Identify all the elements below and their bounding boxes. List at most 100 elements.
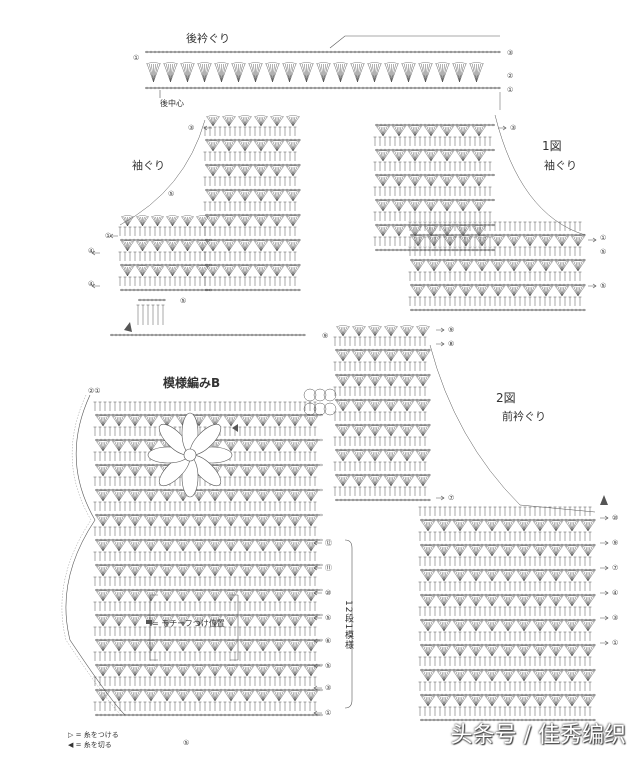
fan-stitch bbox=[278, 641, 284, 652]
fan-stitch bbox=[391, 63, 399, 83]
fan-stitch bbox=[509, 236, 515, 247]
fan-stitch bbox=[276, 266, 280, 277]
fan-stitch bbox=[442, 201, 448, 212]
fan-stitch bbox=[433, 236, 439, 247]
fan-stitch bbox=[292, 191, 300, 202]
armhole-curve-right bbox=[494, 114, 586, 236]
fan-top bbox=[237, 115, 253, 118]
fan-stitch bbox=[240, 241, 246, 252]
fan-stitch bbox=[410, 151, 416, 162]
fan-stitch bbox=[151, 63, 154, 83]
fan-stitch bbox=[374, 63, 377, 83]
fan-stitch bbox=[316, 63, 324, 83]
fan-stitch bbox=[276, 191, 280, 202]
fan-stitch bbox=[134, 516, 140, 527]
chain-stitch bbox=[281, 50, 285, 54]
fan-stitch bbox=[168, 63, 171, 83]
fan-stitch bbox=[288, 116, 294, 127]
fan-stitch bbox=[166, 691, 172, 702]
fan-stitch bbox=[449, 261, 455, 272]
fan-stitch bbox=[182, 666, 188, 677]
chain-stitch bbox=[385, 86, 389, 90]
fan-stitch bbox=[202, 216, 207, 227]
fan-stitch bbox=[187, 63, 190, 83]
chain-stitch bbox=[381, 86, 385, 90]
fan-stitch bbox=[162, 591, 168, 602]
chain-stitch bbox=[289, 86, 293, 90]
chain-stitch bbox=[169, 86, 173, 90]
fan-stitch bbox=[474, 126, 480, 137]
chain-stitch bbox=[457, 86, 461, 90]
chain-stitch bbox=[209, 86, 213, 90]
chain-stitch bbox=[425, 50, 429, 54]
fan-stitch bbox=[123, 266, 128, 277]
chain-stitch bbox=[201, 86, 205, 90]
fan-stitch bbox=[497, 261, 503, 272]
fan-stitch bbox=[224, 241, 230, 252]
fan-stitch bbox=[246, 666, 252, 677]
fan-stitch bbox=[391, 63, 396, 83]
chain-stitch bbox=[289, 263, 293, 267]
fan-stitch bbox=[166, 516, 172, 527]
fan-stitch bbox=[150, 591, 156, 602]
fan-stitch bbox=[244, 191, 250, 202]
chain-stitch bbox=[237, 50, 241, 54]
fan-stitch bbox=[210, 216, 214, 227]
fan-stitch bbox=[292, 266, 296, 277]
fan-stitch bbox=[210, 541, 216, 552]
fan-stitch bbox=[408, 63, 416, 83]
fan-stitch bbox=[294, 666, 300, 677]
fan-stitch bbox=[509, 286, 515, 297]
fan-stitch bbox=[529, 236, 535, 247]
chain-stitch bbox=[329, 50, 333, 54]
fan-stitch bbox=[242, 591, 248, 602]
chain-stitch bbox=[185, 86, 189, 90]
chain-stitch bbox=[269, 263, 273, 267]
fan-stitch bbox=[150, 566, 156, 577]
chain-stitch bbox=[269, 86, 273, 90]
fan-stitch bbox=[458, 176, 464, 187]
fan-stitch bbox=[398, 176, 404, 187]
chain-stitch bbox=[213, 213, 217, 217]
fan-stitch bbox=[127, 266, 132, 277]
fan-stitch bbox=[230, 641, 236, 652]
chain-stitch bbox=[241, 50, 245, 54]
fan-stitch bbox=[172, 241, 177, 252]
chain-stitch bbox=[281, 213, 285, 217]
fan-stitch bbox=[430, 126, 436, 137]
fan-stitch bbox=[462, 201, 468, 212]
fan-top bbox=[451, 62, 468, 65]
chain-stitch bbox=[225, 213, 229, 217]
fan-stitch bbox=[414, 176, 420, 187]
fan-stitch bbox=[217, 63, 222, 83]
chain-stitch bbox=[293, 213, 297, 217]
fan-stitch bbox=[292, 216, 300, 227]
fan-stitch bbox=[230, 591, 236, 602]
fan-stitch bbox=[230, 566, 236, 577]
chain-stitch bbox=[453, 86, 457, 90]
fan-stitch bbox=[529, 286, 535, 297]
chain-stitch bbox=[389, 50, 393, 54]
fan-stitch bbox=[170, 63, 178, 83]
fan-stitch bbox=[150, 666, 156, 677]
fan-stitch bbox=[238, 266, 246, 277]
chain-stitch bbox=[217, 188, 221, 192]
fan-stitch bbox=[162, 691, 168, 702]
fan-stitch bbox=[98, 616, 104, 627]
fan-stitch bbox=[286, 266, 294, 277]
fan-stitch bbox=[224, 116, 230, 127]
fan-stitch bbox=[442, 126, 448, 137]
chain-stitch bbox=[285, 213, 289, 217]
fan-stitch bbox=[212, 241, 216, 252]
fan-stitch bbox=[458, 201, 464, 212]
chain-stitch bbox=[269, 238, 273, 242]
fan-stitch bbox=[292, 241, 296, 252]
fan-top bbox=[285, 215, 301, 218]
fan-stitch bbox=[260, 266, 264, 277]
chain-stitch bbox=[393, 86, 397, 90]
fan-top bbox=[434, 62, 451, 65]
fan-stitch bbox=[285, 63, 290, 83]
chain-stitch bbox=[217, 213, 221, 217]
chain-stitch bbox=[237, 288, 241, 292]
fan-stitch bbox=[276, 241, 284, 252]
